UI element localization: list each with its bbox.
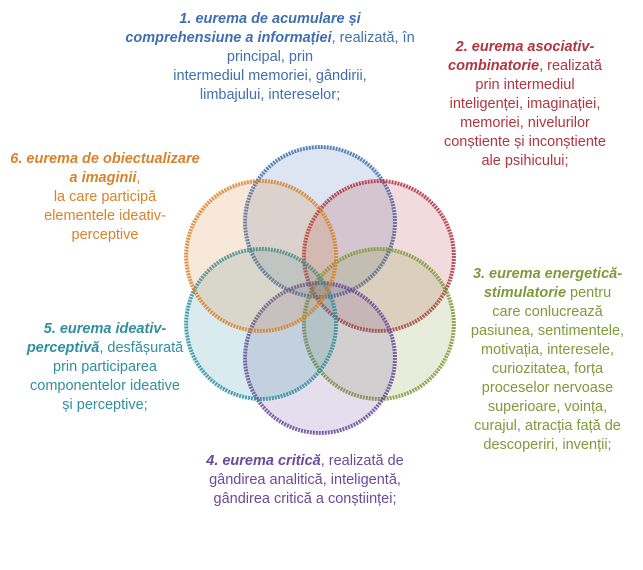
eurema-2-line-2: prin intermediul <box>475 77 575 93</box>
eurema-6-line-3: elementele ideativ- <box>44 208 166 224</box>
eurema-3-line-7: superioare, voința, <box>487 399 608 415</box>
eurema-2-title: 2. eurema asociativ-combinatorie <box>448 39 595 74</box>
eurema-5-line-1: , desfășurată <box>99 340 184 356</box>
eurema-1-line-3: limbajului, intereselor; <box>199 87 341 103</box>
eurema-3-line-3: pasiunea, sentimentele, <box>470 323 625 339</box>
eurema-2-label: 2. eurema asociativ-combinatorie, realiz… <box>420 38 630 171</box>
eurema-2-line-3: inteligenței, imaginației, <box>449 96 601 112</box>
eurema-2-line-4: memoriei, nivelurilor <box>460 115 590 131</box>
eurema-1-label: 1. eurema de acumulare și comprehensiune… <box>120 10 420 105</box>
eurema-1-line-2: intermediul memoriei, gândirii, <box>173 68 367 84</box>
eurema-3-line-9: descoperiri, invenții; <box>483 437 612 453</box>
eurema-5-circle <box>184 247 339 401</box>
eurema-4-line-3: gândirea critică a conștiinței; <box>213 491 397 507</box>
eurema-4-title: 4. eurema critică <box>206 453 321 469</box>
eurema-3-line-8: curajul, atracția față de <box>474 418 621 434</box>
eurema-1-line-1: , realizată, în principal, prin <box>226 30 415 65</box>
eurema-1-title: 1. eurema de acumulare și comprehensiune… <box>125 11 361 46</box>
eurema-2-circle <box>301 179 456 333</box>
eurema-6-circle <box>184 179 339 333</box>
eurema-3-title: 3. eurema energetică-stimulatorie <box>472 266 623 301</box>
eurema-2-line-1: , realizată <box>539 58 602 74</box>
eurema-3-line-5: curiozitatea, forța <box>491 361 604 377</box>
eurema-3-line-1: pentru <box>566 285 612 301</box>
eurema-3-circle <box>301 247 456 401</box>
eurema-3-label: 3. eurema energetică-stimulatorie pentru… <box>455 265 640 455</box>
eurema-5-title: 5. eurema ideativ-perceptivă <box>26 321 167 356</box>
eurema-4-line-1: , realizată de <box>320 453 404 469</box>
eurema-6-label: 6. eurema de obiectualizare a imaginii, … <box>10 150 200 245</box>
eurema-2-line-6: ale psihicului; <box>481 153 569 169</box>
eurema-6-line-4: perceptive <box>71 227 139 243</box>
eurema-3-line-6: proceselor nervoase <box>481 380 614 396</box>
eurema-4-label: 4. eurema critică, realizată de gândirea… <box>175 452 435 509</box>
eurema-6-title: 6. eurema de obiectualizare a imaginii <box>10 151 200 186</box>
eurema-5-line-3: componentelor ideative <box>30 378 180 394</box>
eurema-5-line-2: prin participarea <box>53 359 157 375</box>
eurema-2-line-5: conștiente și inconștiente <box>443 134 606 150</box>
eurema-5-label: 5. eurema ideativ-perceptivă, desfășurat… <box>10 320 200 415</box>
eurema-5-line-4: și perceptive; <box>62 397 148 413</box>
eurema-4-line-2: gândirea analitică, inteligentă, <box>209 472 401 488</box>
eurema-4-circle <box>243 281 397 435</box>
eurema-3-line-2: care conlucrează <box>492 304 603 320</box>
eurema-3-line-4: motivația, interesele, <box>481 342 614 358</box>
eurema-6-line-2: la care participă <box>53 189 157 205</box>
eurema-6-line-1: , <box>136 170 141 186</box>
